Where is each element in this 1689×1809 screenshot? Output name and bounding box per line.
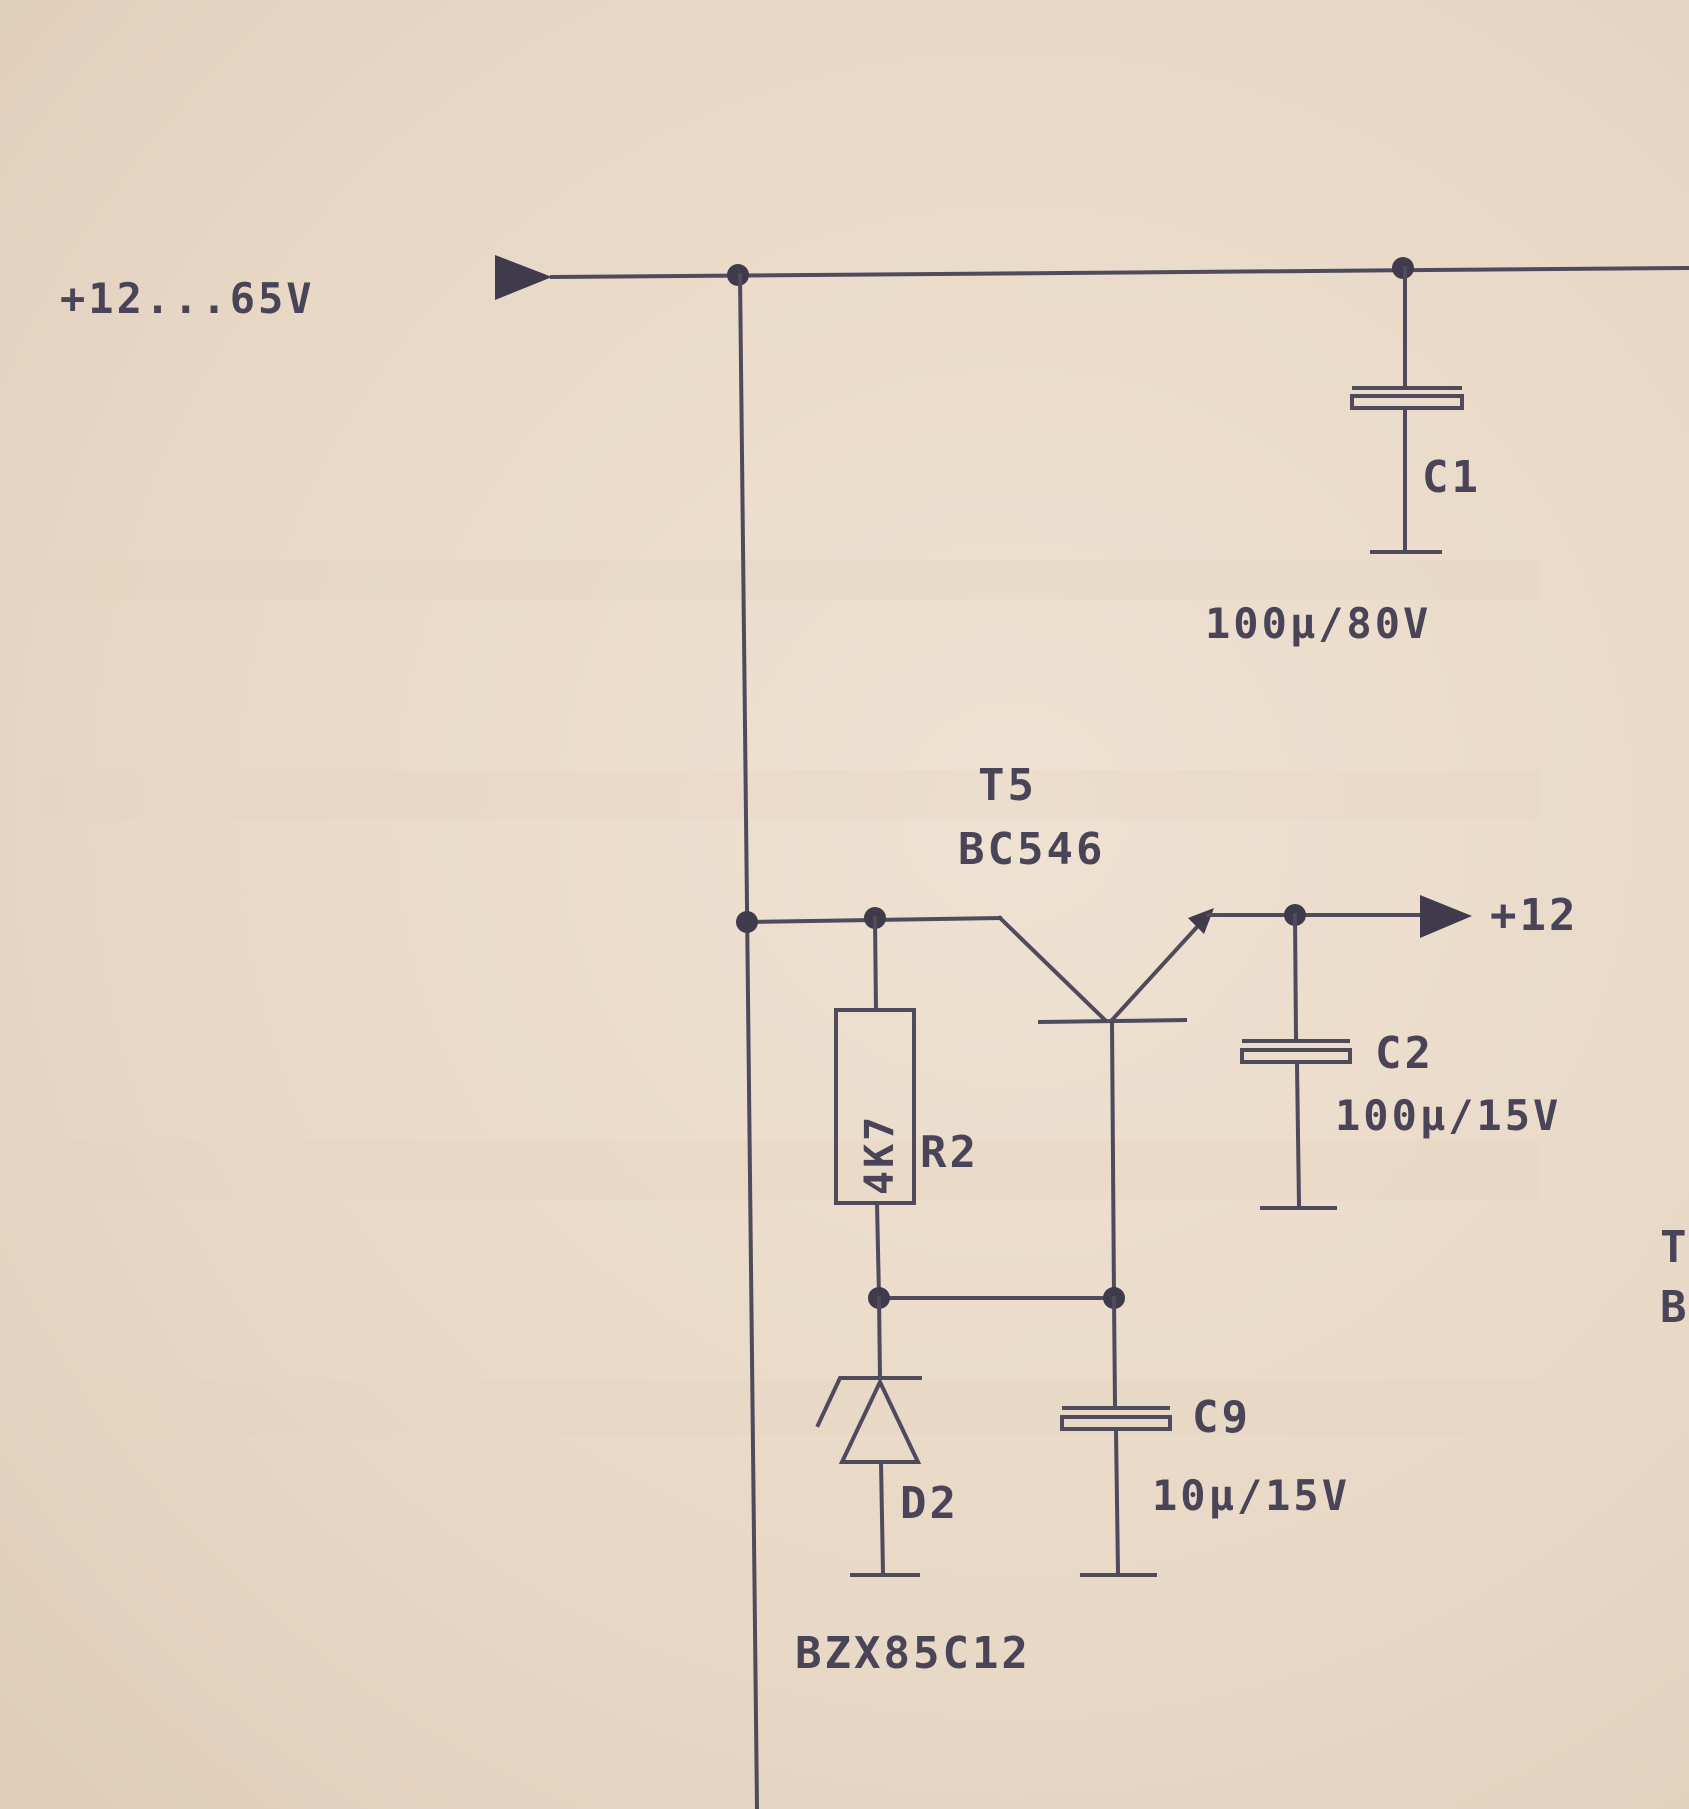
capacitor-c2 xyxy=(1240,912,1352,1210)
c1-value-label: 100µ/80V xyxy=(1205,599,1431,648)
output-rail-label: +12 xyxy=(1490,890,1578,941)
left-bus-wire xyxy=(737,272,760,1809)
edge-label-b: B xyxy=(1660,1282,1689,1333)
resistor-r2 xyxy=(834,915,916,1300)
c1-name-label: C1 xyxy=(1422,452,1481,503)
d2-name-label: D2 xyxy=(900,1478,959,1529)
supply-input-label: +12...65V xyxy=(60,274,315,323)
r2-value-label: 4K7 xyxy=(857,1114,903,1195)
top-rail-wire xyxy=(549,265,1689,280)
input-arrow xyxy=(495,255,552,300)
r2-name-label: R2 xyxy=(920,1127,979,1178)
output-arrow xyxy=(1420,895,1472,938)
t5-name-label: T5 xyxy=(978,760,1037,811)
c2-value-label: 100µ/15V xyxy=(1335,1091,1561,1140)
c2-name-label: C2 xyxy=(1375,1028,1434,1079)
t5-type-label: BC546 xyxy=(958,824,1105,875)
transistor-t5 xyxy=(997,908,1214,1301)
d2-type-label: BZX85C12 xyxy=(795,1628,1031,1679)
bleed-through-shadow xyxy=(40,560,1540,1435)
zener-diode-d2 xyxy=(815,1295,922,1577)
capacitor-c9 xyxy=(1060,1295,1172,1577)
c9-value-label: 10µ/15V xyxy=(1152,1471,1350,1520)
capacitor-c1 xyxy=(1350,266,1464,554)
c9-name-label: C9 xyxy=(1192,1392,1251,1443)
junction-mid-left xyxy=(736,911,758,933)
edge-label-t: T xyxy=(1660,1222,1689,1273)
